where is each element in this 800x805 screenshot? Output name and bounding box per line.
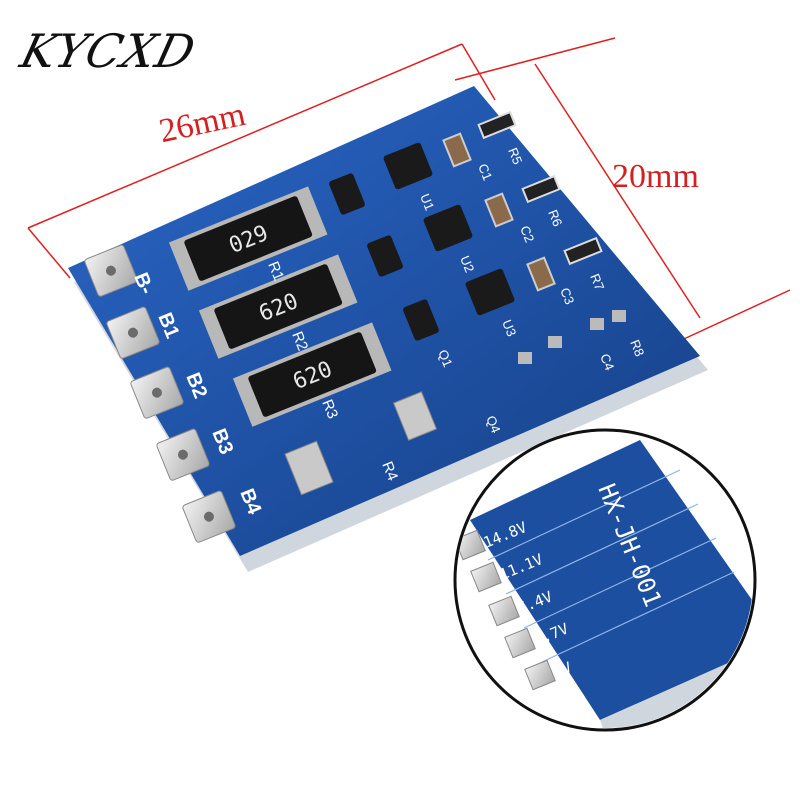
resistor-label: R1 [264, 259, 287, 283]
brand-logo: KYCXD [15, 24, 202, 78]
voltage-label: 0V [551, 658, 574, 681]
resistor-label: R2 [288, 329, 311, 353]
component-label: C1 [475, 162, 495, 183]
resistor-label: R3 [318, 397, 341, 421]
component-label: U1 [417, 192, 437, 213]
battery-pads [84, 244, 236, 543]
component-label: Q1 [435, 348, 455, 370]
component-label: Q4 [483, 414, 503, 436]
component-label: R7 [587, 272, 607, 293]
component-label: C2 [517, 224, 537, 245]
shunt-resistors: 029 620 620 [168, 186, 392, 427]
small-components [442, 110, 626, 364]
height-dimension-label: 20mm [612, 158, 699, 195]
solder-pad [284, 440, 334, 496]
solder-pad [392, 391, 438, 441]
component-label: C3 [557, 286, 577, 307]
component-label: R8 [627, 338, 647, 359]
pcb-board [68, 86, 700, 556]
ic-chips [329, 142, 515, 341]
component-label: R6 [545, 208, 565, 229]
component-label: U3 [499, 318, 519, 339]
resistor-label: R4 [378, 459, 401, 483]
component-label: C4 [597, 352, 617, 373]
component-label: U2 [457, 254, 477, 275]
component-label: R5 [505, 146, 525, 167]
